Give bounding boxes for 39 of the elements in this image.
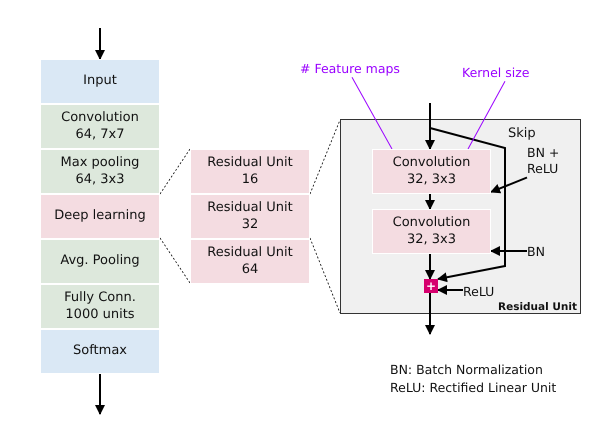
layer-box: Avg. Pooling xyxy=(40,239,160,284)
arrow xyxy=(490,246,527,256)
note-text: BN: Batch Normalization xyxy=(390,362,543,377)
arrow xyxy=(95,28,105,60)
arrow xyxy=(490,176,528,194)
arrow xyxy=(437,285,463,295)
zoom-line xyxy=(310,238,340,314)
annotation-text: Kernel size xyxy=(462,65,530,82)
edge-label: Skip xyxy=(508,126,536,141)
zoom-line xyxy=(310,120,340,194)
layer-box: Residual Unit 64 xyxy=(190,239,310,284)
arrow xyxy=(425,194,435,210)
layer-box: Deep learning xyxy=(40,194,160,239)
arrow xyxy=(95,374,105,415)
layer-box: Convolution 64, 7x7 xyxy=(40,104,160,149)
layer-box: Convolution 32, 3x3 xyxy=(372,149,491,194)
layer-box: Fully Conn. 1000 units xyxy=(40,284,160,329)
arrow xyxy=(425,254,435,280)
note-text: ReLU: Rectified Linear Unit xyxy=(390,380,556,395)
layer-box: Residual Unit 32 xyxy=(190,194,310,239)
leader-line xyxy=(352,76,392,150)
sum-node: + xyxy=(424,279,438,293)
arrow xyxy=(425,293,435,335)
layer-box: Input xyxy=(40,59,160,104)
panel-title: Residual Unit xyxy=(498,301,577,313)
operation-label: ReLU xyxy=(463,284,494,300)
zoom-line xyxy=(160,148,190,194)
layer-box: Residual Unit 16 xyxy=(190,149,310,194)
arrow xyxy=(425,103,435,150)
layer-box: Convolution 32, 3x3 xyxy=(372,209,491,254)
operation-label: BN xyxy=(527,244,545,260)
layer-box: Softmax xyxy=(40,329,160,374)
leader-line xyxy=(468,80,506,150)
annotation-text: # Feature maps xyxy=(300,61,400,78)
zoom-line xyxy=(160,238,190,284)
layer-box: Max pooling 64, 3x3 xyxy=(40,149,160,194)
operation-label: BN + ReLU xyxy=(527,145,579,178)
residual-unit-panel xyxy=(340,119,581,314)
arrow xyxy=(430,127,506,282)
